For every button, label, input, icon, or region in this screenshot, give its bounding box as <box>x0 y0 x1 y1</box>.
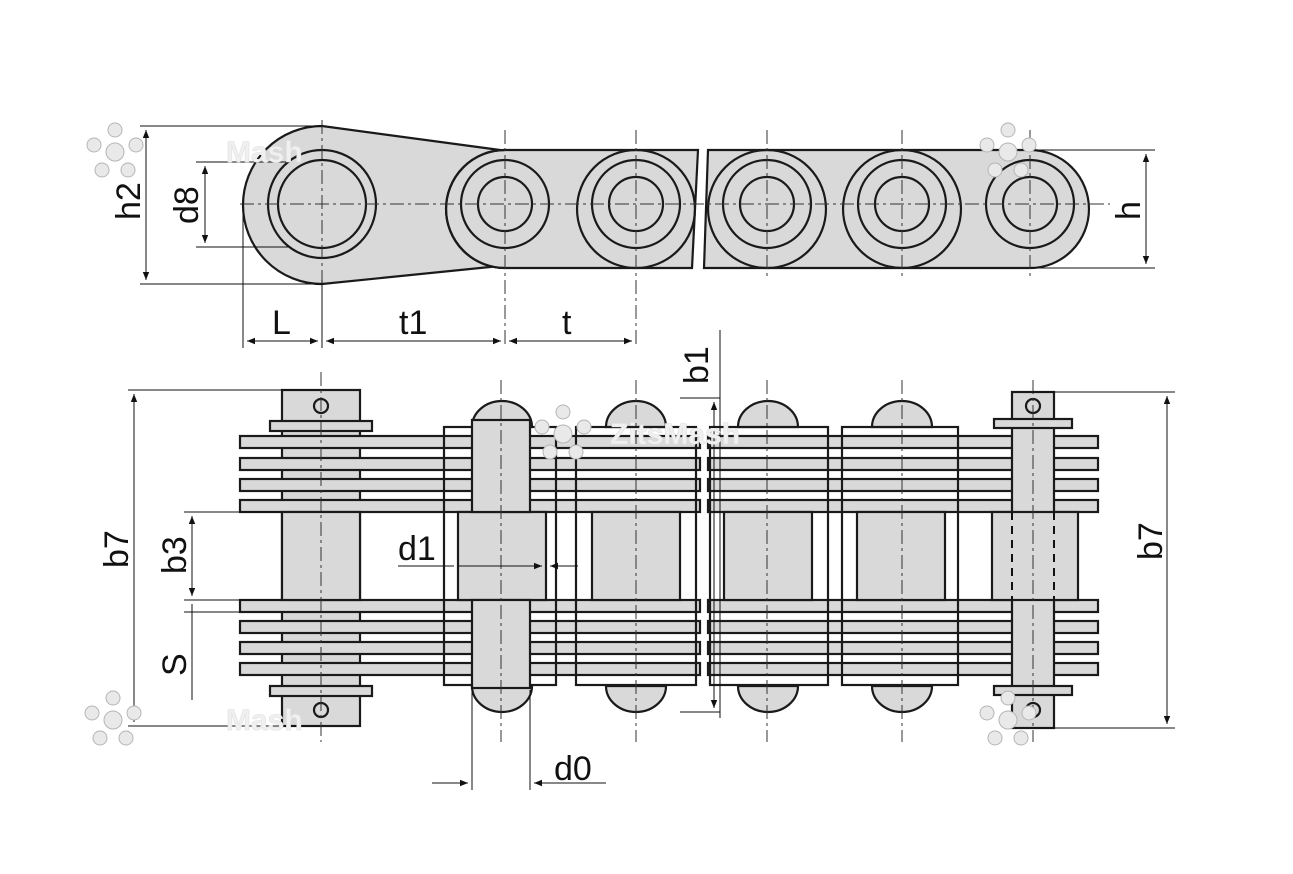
side-view: h2 d8 h L t1 t <box>110 120 1155 348</box>
watermark-icon-center <box>534 404 592 460</box>
watermark-text-top-left: Mash <box>226 136 303 169</box>
label-S: S <box>156 653 194 676</box>
label-d0: d0 <box>554 750 592 788</box>
label-t: t <box>562 304 572 342</box>
label-b7-right: b7 <box>1132 522 1170 560</box>
plates-lower <box>238 598 1100 677</box>
watermark-icon-bottom-left <box>84 690 142 746</box>
plates-upper <box>238 434 1100 514</box>
label-h: h <box>1110 201 1148 220</box>
plate-arc-1 <box>444 148 506 270</box>
watermark-icon-bottom-right <box>979 690 1037 746</box>
label-h2: h2 <box>110 182 148 220</box>
middle-plate-right <box>702 148 1091 270</box>
roller-body-4 <box>855 510 947 602</box>
label-d8: d8 <box>168 186 206 224</box>
plate-arc-2 <box>635 148 697 270</box>
watermark-text-center: ZitsMash <box>610 418 740 451</box>
label-b3: b3 <box>156 536 194 574</box>
label-b1: b1 <box>678 346 716 384</box>
watermark-text-bottom-left: Mash <box>226 704 303 737</box>
label-t1: t1 <box>399 304 427 342</box>
label-b7-left: b7 <box>98 530 136 568</box>
roller-body-1 <box>456 510 548 602</box>
watermark-icon-top-left <box>86 122 144 178</box>
roller-body-3 <box>722 510 814 602</box>
plan-view: b7 b3 S b1 b7 d1 d0 <box>98 330 1175 790</box>
label-d1: d1 <box>398 530 436 568</box>
label-L: L <box>272 304 291 342</box>
watermark-icon-top-right <box>979 122 1037 178</box>
